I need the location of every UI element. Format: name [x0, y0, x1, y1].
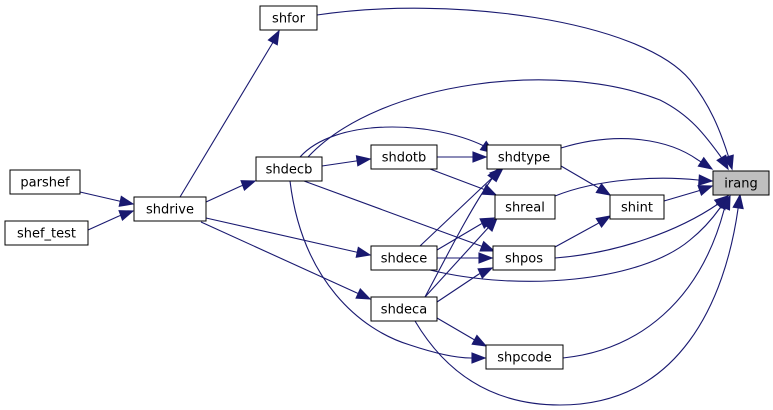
node-shint[interactable]: shint — [609, 194, 665, 220]
node-shfor[interactable]: shfor — [259, 5, 318, 31]
node-shdtype[interactable]: shdtype — [486, 144, 562, 170]
arrowhead — [355, 155, 372, 167]
arrowhead — [698, 174, 714, 186]
node-label-shdrive: shdrive — [146, 203, 194, 218]
arrowhead — [478, 252, 494, 264]
node-irang[interactable]: irang — [712, 170, 770, 196]
node-label-shreal: shreal — [505, 201, 545, 216]
arrowhead — [240, 180, 257, 192]
edge-shdecb-to-shpos — [303, 180, 496, 252]
node-shef-test[interactable]: shef_test — [4, 220, 89, 246]
edge-shdtype-to-irang — [560, 138, 714, 170]
edges-layer — [79, 7, 744, 406]
node-label-shdtype: shdtype — [498, 151, 550, 166]
edge-shdecb-to-shpcode — [289, 180, 487, 364]
edge-shdeca-to-shreal — [424, 216, 499, 298]
arrowhead — [595, 182, 612, 196]
edge-shdeca-to-shpos — [436, 267, 494, 303]
arrowhead — [479, 240, 496, 252]
edge-shreal-to-irang — [554, 174, 714, 197]
node-shdeca[interactable]: shdeca — [370, 296, 438, 322]
node-label-shdecb: shdecb — [266, 163, 313, 178]
edge-shdrive-to-shfor — [179, 29, 280, 198]
arrowhead — [697, 185, 714, 197]
node-label-shdece: shdece — [381, 252, 427, 267]
arrowhead — [267, 29, 280, 46]
arrowhead — [487, 166, 501, 183]
node-label-irang: irang — [724, 177, 757, 192]
edge-shint-to-irang — [663, 185, 714, 202]
arrowhead — [697, 156, 714, 170]
arrowhead — [719, 194, 731, 211]
node-label-shint: shint — [621, 201, 653, 216]
node-label-shef-test: shef_test — [17, 227, 76, 242]
edge-shdrive-to-shdeca — [200, 221, 372, 300]
edge-shdeca-to-irang — [414, 193, 744, 406]
edge-shdece-to-shpos — [437, 252, 494, 264]
arrowhead — [471, 352, 487, 364]
node-shdrive[interactable]: shdrive — [133, 196, 207, 222]
arrowhead — [471, 334, 488, 347]
arrowhead — [355, 288, 372, 300]
edge-shpos-to-shint — [554, 215, 612, 248]
node-shreal[interactable]: shreal — [494, 194, 556, 220]
arrowhead — [732, 193, 744, 210]
arrowhead — [722, 154, 734, 171]
node-label-shdotb: shdotb — [382, 151, 427, 166]
edge-shdrive-to-shdece — [205, 217, 372, 258]
node-label-shdeca: shdeca — [381, 303, 427, 318]
edge-shdrive-to-shdecb — [205, 180, 257, 203]
node-parshef[interactable]: parshef — [9, 169, 81, 195]
edge-shdotb-to-shreal — [429, 168, 498, 196]
arrowhead — [472, 151, 488, 163]
arrowhead — [477, 267, 494, 279]
node-shpos[interactable]: shpos — [492, 245, 556, 271]
edge-shdecb-to-shdotb — [321, 155, 372, 167]
node-label-shpcode: shpcode — [497, 351, 552, 366]
edge-shdtype-to-shint — [560, 165, 612, 196]
edge-shpcode-to-irang — [562, 194, 731, 359]
edge-shdeca-to-shdtype — [424, 166, 501, 298]
edge-shef-test-to-shdrive — [87, 210, 135, 231]
arrowhead — [118, 195, 135, 207]
node-label-shfor: shfor — [272, 12, 306, 27]
node-shdotb[interactable]: shdotb — [370, 144, 438, 170]
node-label-shpos: shpos — [505, 252, 543, 267]
arrowhead — [483, 216, 499, 232]
node-label-parshef: parshef — [20, 176, 70, 191]
edge-shdotb-to-shdtype — [437, 151, 488, 163]
arrowhead — [118, 210, 135, 222]
node-shdecb[interactable]: shdecb — [255, 156, 323, 182]
edge-parshef-to-shdrive — [79, 191, 135, 207]
edge-shdeca-to-shpcode — [436, 317, 488, 347]
node-shdece[interactable]: shdece — [370, 245, 438, 271]
arrowhead — [595, 215, 612, 229]
node-shpcode[interactable]: shpcode — [485, 344, 564, 370]
edge-shdece-to-irang — [429, 194, 729, 282]
edge-shfor-to-irang — [316, 7, 734, 171]
arrowhead — [355, 246, 372, 258]
